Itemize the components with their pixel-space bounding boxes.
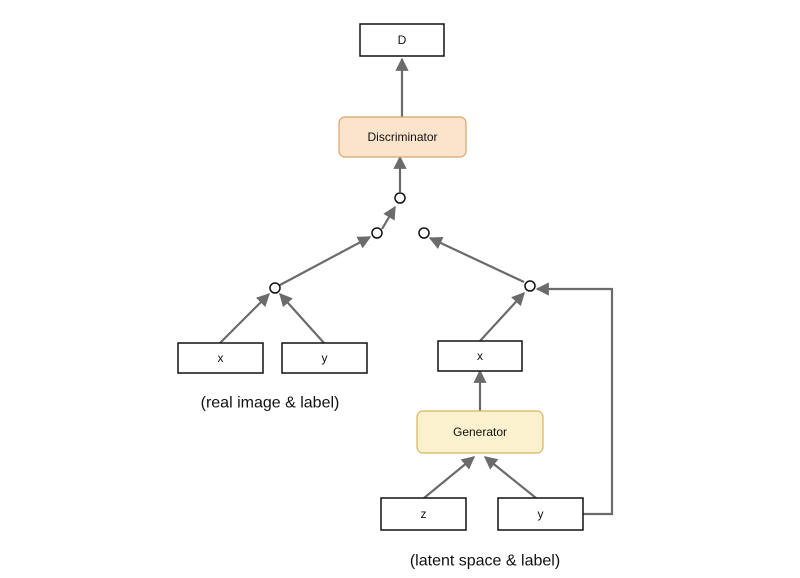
node-fake-x: x xyxy=(437,340,523,372)
caption-real: (real image & label) xyxy=(201,395,340,412)
discriminator-label: Discriminator xyxy=(367,130,437,144)
node-real-x-label: x xyxy=(218,351,224,365)
edge-real-x xyxy=(219,293,270,344)
edge-y-to-generator xyxy=(483,456,537,499)
node-real-y-label: y xyxy=(322,351,328,365)
node-z: z xyxy=(380,497,467,531)
edge-label-y-to-pair xyxy=(535,282,614,516)
edge-real-pair-to-branch xyxy=(279,236,372,286)
node-d-label: D xyxy=(398,33,407,47)
junction-real-branch xyxy=(371,227,383,239)
node-gen-y: y xyxy=(497,497,584,531)
junction-fake-pair xyxy=(524,280,536,292)
node-d: D xyxy=(359,23,445,57)
edge-fake-pair-to-branch xyxy=(428,237,525,283)
edge-real-y xyxy=(279,293,325,344)
edge-real-branch-to-join xyxy=(381,205,396,230)
node-real-y: y xyxy=(281,342,368,374)
caption-latent: (latent space & label) xyxy=(410,553,560,570)
edge-z-to-generator xyxy=(423,456,476,499)
junction-fake-branch xyxy=(418,227,430,239)
edge-fake-x xyxy=(479,292,525,342)
node-z-label: z xyxy=(421,507,427,521)
discriminator-block: Discriminator xyxy=(338,116,467,158)
node-gen-y-label: y xyxy=(538,507,544,521)
junction-top xyxy=(394,192,406,204)
node-real-x: x xyxy=(177,342,264,374)
generator-block: Generator xyxy=(416,410,544,454)
edges xyxy=(219,57,614,516)
node-fake-x-label: x xyxy=(477,349,483,363)
junction-real-pair xyxy=(269,282,281,294)
generator-label: Generator xyxy=(453,425,507,439)
